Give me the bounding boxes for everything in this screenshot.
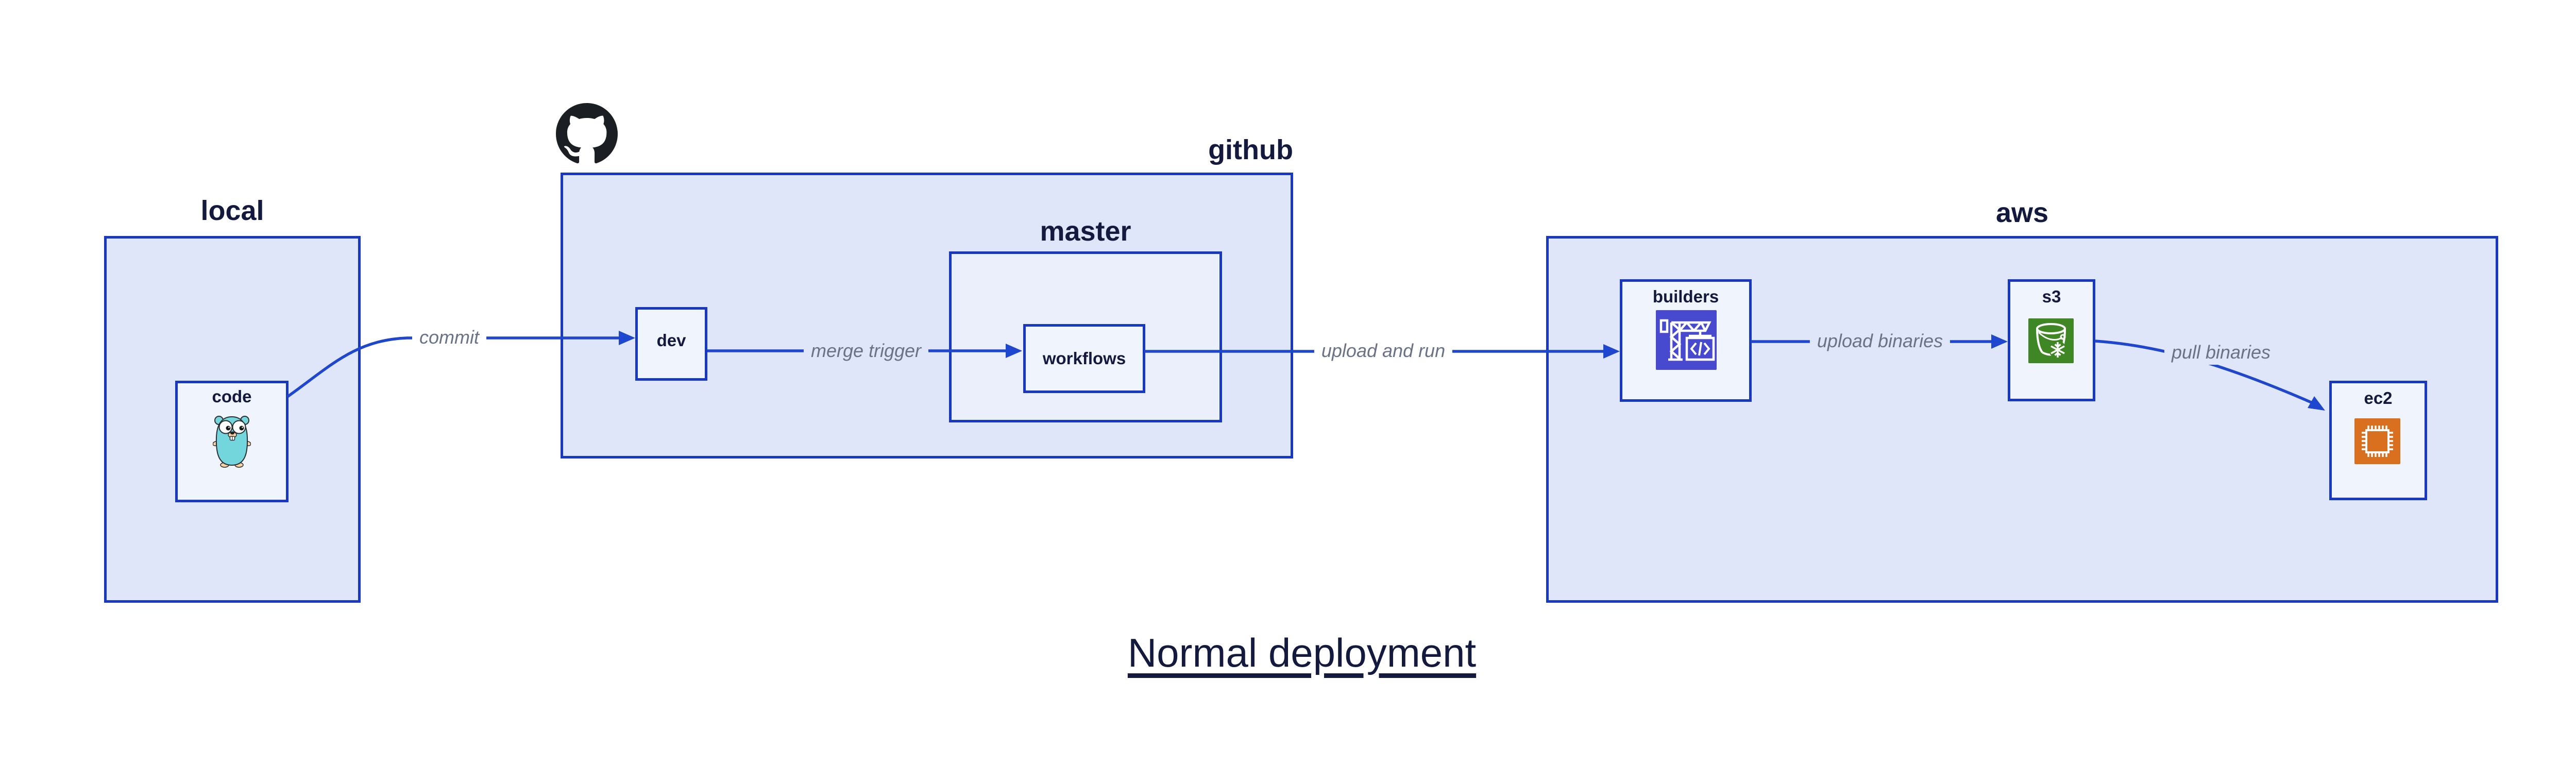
builders-node [1620, 279, 1752, 402]
aws-container-label: aws [1995, 197, 2049, 228]
s3-bucket-snowflake-icon [2028, 318, 2074, 363]
master-container-label: master [1040, 216, 1131, 247]
builders-node-label: builders [1652, 287, 1719, 306]
commit-edge-label: commit [412, 325, 486, 350]
github-octocat-icon [555, 103, 618, 165]
ec2-node-label: ec2 [2364, 388, 2393, 408]
workflows-node-label: workflows [1042, 349, 1126, 368]
upload-binaries-edge-label: upload binaries [1809, 329, 1951, 353]
codebuild-crane-icon [1656, 310, 1717, 370]
local-container-label: local [200, 195, 264, 226]
go-gopher-icon [213, 414, 251, 468]
dev-node-label: dev [656, 331, 686, 350]
upload-and-run-edge-label: upload and run [1314, 338, 1453, 363]
ec2-chip-icon [2354, 418, 2400, 464]
merge-trigger-edge-label: merge trigger [803, 338, 929, 363]
code-node-label: code [212, 387, 252, 406]
github-container-label: github [1208, 134, 1293, 165]
pull-binaries-edge-label: pull binaries [2164, 340, 2278, 365]
dev-node [635, 307, 707, 381]
s3-node-label: s3 [2042, 287, 2061, 306]
diagram-title: Normal deployment [1127, 630, 1477, 675]
workflows-node [1023, 324, 1145, 393]
